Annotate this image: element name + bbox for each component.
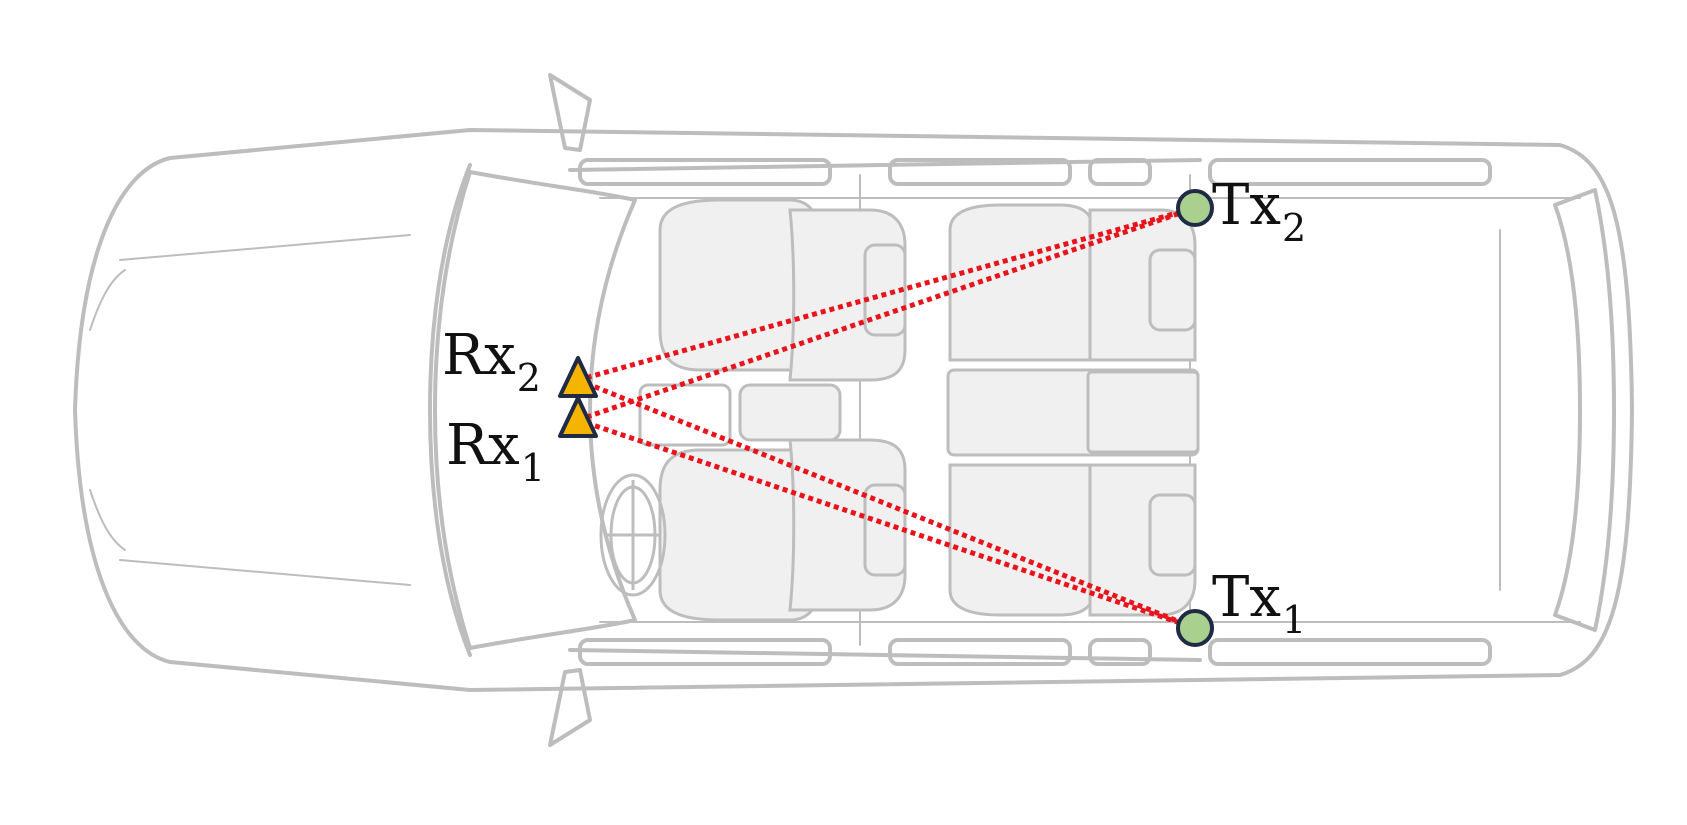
antenna-markers	[558, 189, 1214, 647]
tx1-label-sub: 1	[1281, 598, 1307, 643]
tx2-label-sub: 2	[1281, 206, 1307, 251]
link-rx1-tx2	[577, 205, 1196, 423]
tx1-label-main: Tx	[1212, 565, 1281, 630]
tx1-transmitter-icon	[1176, 609, 1214, 647]
rx1-label: Rx1	[446, 418, 545, 491]
car-body	[73, 73, 1634, 747]
tx1-label: Tx1	[1212, 570, 1307, 643]
tx2-label: Tx2	[1212, 178, 1307, 251]
rx2-label: Rx2	[442, 328, 541, 401]
tx2-label-main: Tx	[1212, 173, 1281, 238]
tx2-transmitter-icon	[1176, 189, 1214, 227]
rx1-label-sub: 1	[520, 446, 545, 491]
seats	[638, 198, 1200, 622]
link-rx2-tx2	[577, 205, 1196, 383]
link-rx1-tx1	[577, 417, 1196, 631]
rx1-label-main: Rx	[446, 413, 520, 478]
steering-wheel-icon	[599, 473, 667, 597]
rx2-label-sub: 2	[516, 356, 541, 401]
rx2-label-main: Rx	[442, 323, 516, 388]
link-rx2-tx1	[577, 377, 1196, 631]
rx1-receiver-icon	[558, 396, 598, 438]
signal-links	[577, 205, 1196, 631]
